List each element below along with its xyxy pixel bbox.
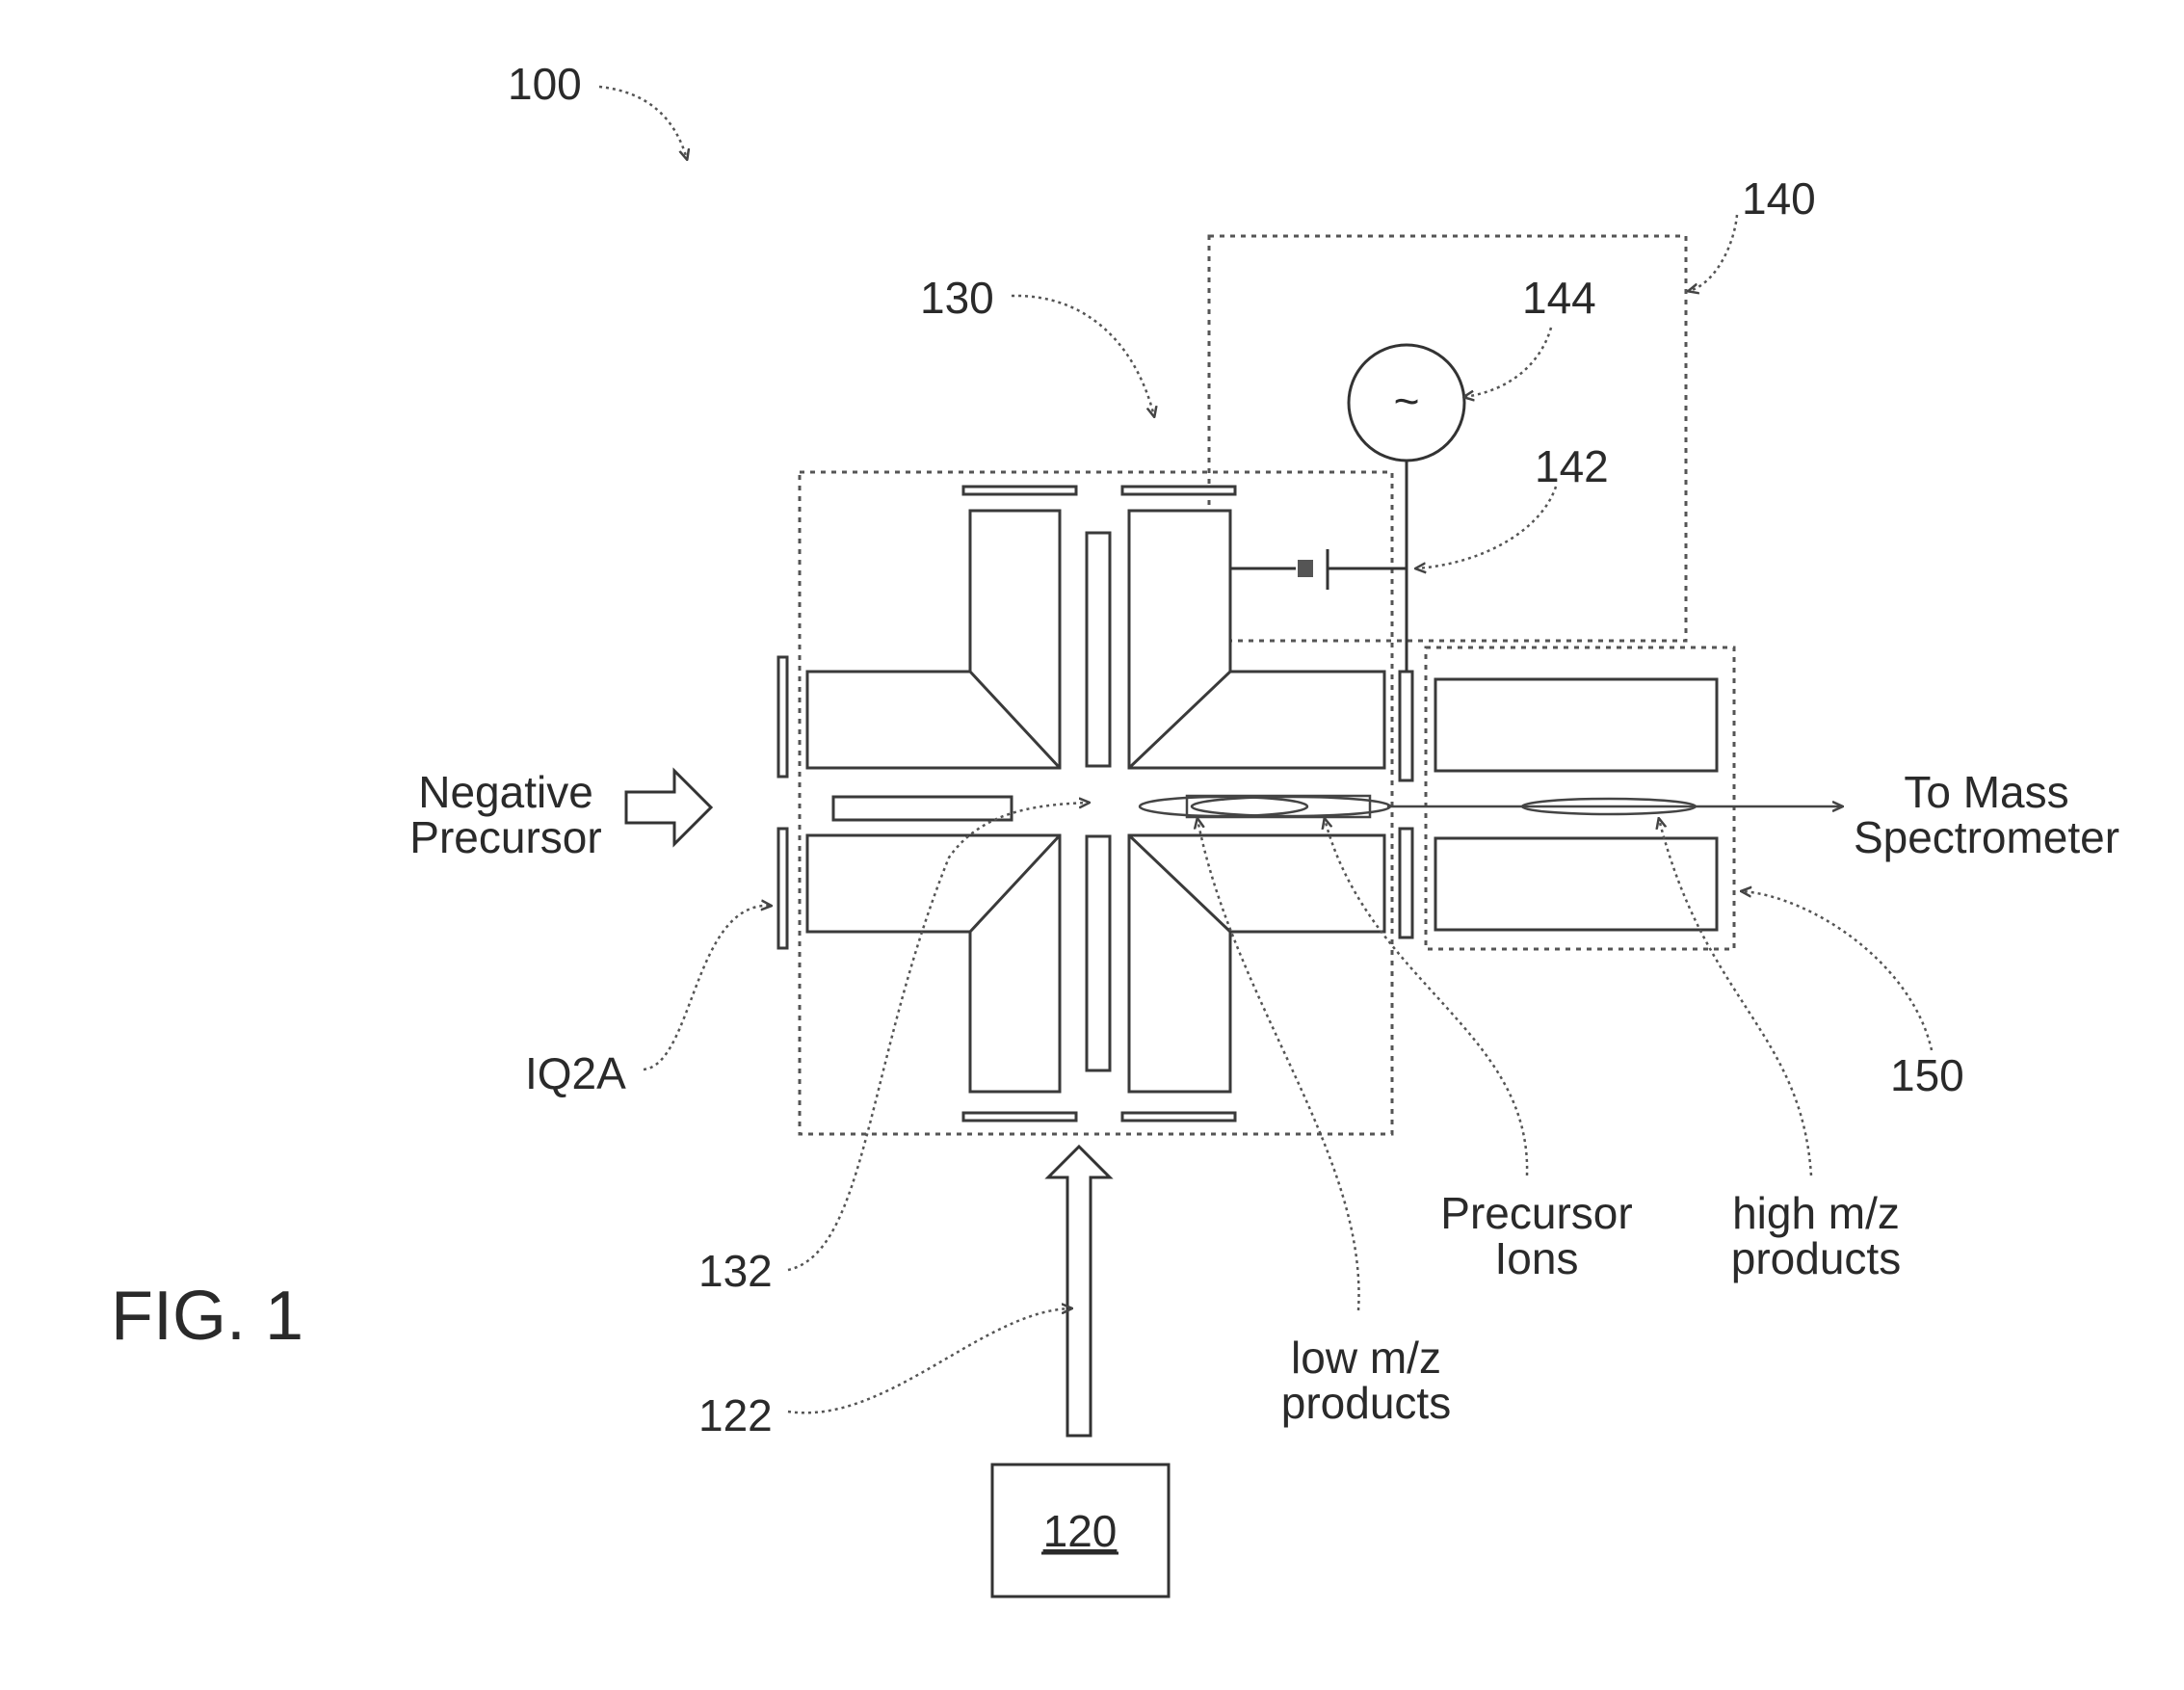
leader-122	[787, 1308, 1071, 1414]
entrance-lens-upper	[776, 655, 789, 779]
leader-100	[598, 85, 687, 159]
downstream-rod-upper	[1434, 677, 1719, 773]
leader-high-mz	[1659, 819, 1813, 1176]
control-circuit-boundary	[1207, 234, 1688, 643]
leader-144	[1464, 327, 1553, 397]
label-low-mz-1: low m/z	[1291, 1333, 1441, 1383]
label-negative-precursor-1: Negative	[418, 767, 593, 817]
figure-label: FIG. 1	[111, 1278, 303, 1355]
label-iq2a: IQ2A	[525, 1048, 626, 1098]
reaction-cell-boundary	[798, 470, 1394, 1136]
leader-precursor	[1325, 819, 1529, 1176]
ac-symbol: ~	[1394, 376, 1420, 426]
center-bar-upper	[1085, 531, 1112, 768]
label-100: 100	[508, 59, 582, 109]
label-to-mass-1: To Mass	[1904, 767, 2068, 817]
label-high-mz-1: high m/z	[1732, 1188, 1900, 1238]
label-130: 130	[920, 273, 994, 323]
label-high-mz-2: products	[1731, 1233, 1901, 1283]
center-bar-lower	[1085, 834, 1112, 1072]
bottom-plate-right	[1120, 1111, 1237, 1122]
label-low-mz-2: products	[1281, 1378, 1451, 1428]
ion-box	[1185, 794, 1372, 819]
label-122: 122	[698, 1390, 773, 1440]
electrode-upper-left	[805, 509, 1062, 770]
exit-lens-upper	[1398, 670, 1414, 782]
label-to-mass-2: Spectrometer	[1854, 812, 2119, 862]
negative-precursor-arrow	[624, 767, 714, 848]
reagent-inlet-arrow	[1044, 1144, 1114, 1438]
exit-lens-lower	[1398, 827, 1414, 939]
top-plate-right	[1120, 485, 1237, 496]
electrode-lower-left	[805, 833, 1062, 1094]
downstream-stage-boundary	[1424, 646, 1736, 951]
label-precursor-ions-2: Ions	[1495, 1233, 1579, 1283]
leader-142	[1416, 486, 1558, 568]
entrance-lens-lower	[776, 827, 789, 950]
label-140: 140	[1742, 173, 1816, 224]
leader-iq2a	[643, 906, 771, 1071]
label-142: 142	[1535, 441, 1609, 491]
label-132: 132	[698, 1246, 773, 1296]
label-120: 120	[1043, 1506, 1118, 1556]
leader-130	[1011, 294, 1154, 416]
reagent-source-box	[990, 1463, 1171, 1598]
label-144: 144	[1522, 273, 1596, 323]
leader-150	[1742, 891, 1934, 1051]
leader-140	[1689, 214, 1739, 291]
top-plate-left	[961, 485, 1078, 496]
bottom-plate-left	[961, 1111, 1078, 1122]
label-precursor-ions-1: Precursor	[1440, 1188, 1632, 1238]
downstream-rod-lower	[1434, 836, 1719, 932]
dc-battery-plate	[1298, 560, 1313, 577]
entrance-rod	[831, 795, 1013, 822]
label-150: 150	[1890, 1050, 1964, 1100]
label-negative-precursor-2: Precursor	[409, 812, 601, 862]
